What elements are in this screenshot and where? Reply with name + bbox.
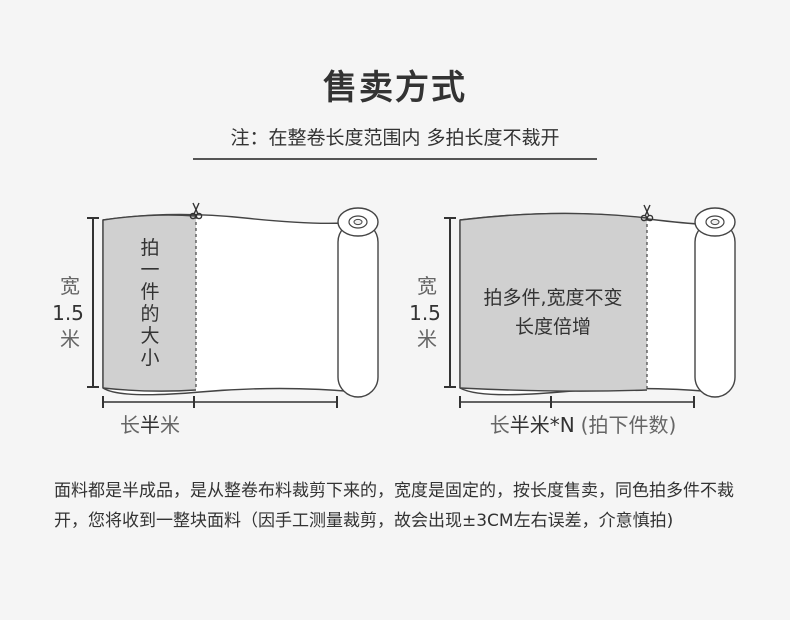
left-highlight-char-1: 一: [140, 259, 159, 281]
left-length-part3: 米: [160, 413, 180, 437]
left-roll: [337, 221, 379, 398]
left-highlight-char-2: 件: [140, 281, 159, 303]
left-highlight-char-0: 拍: [140, 237, 159, 259]
left-length-part1: 长: [120, 413, 140, 437]
page-subtitle: 注：在整卷长度范围内 多拍长度不裁开: [193, 118, 597, 160]
left-fabric-diagram: 宽 1.5 米 拍 一 件 的 大 小 长半米: [52, 202, 379, 437]
right-highlight-line1: 拍多件,宽度不变: [483, 287, 622, 309]
left-highlight-char-5: 小: [140, 347, 159, 369]
left-length-part2: 半: [140, 413, 160, 437]
right-length-part3: (拍下件数): [581, 413, 677, 437]
left-width-char2: 米: [60, 327, 80, 351]
right-length-part1: 长: [490, 413, 510, 437]
left-width-value: 1.5: [52, 301, 84, 325]
left-length-label: 长半米: [120, 413, 180, 437]
right-roll: [694, 221, 736, 398]
right-highlight-area: [460, 213, 647, 392]
left-highlight-char-3: 的: [140, 303, 159, 325]
right-highlight-line2: 长度倍增: [515, 316, 591, 338]
right-fabric-diagram: 宽 1.5 米 拍多件,宽度不变 长度倍增 长半米*N(拍下件数): [409, 204, 736, 437]
right-length-label: 长半米*N(拍下件数): [490, 413, 677, 437]
left-highlight-char-4: 大: [140, 325, 159, 347]
diagram-canvas: 宽 1.5 米 拍 一 件 的 大 小 长半米 宽 1.5: [52, 202, 736, 437]
right-width-char1: 宽: [417, 274, 437, 298]
page-title: 售卖方式: [323, 68, 467, 108]
right-width-char2: 米: [417, 327, 437, 351]
left-width-char1: 宽: [60, 274, 80, 298]
description-text: 面料都是半成品，是从整卷布料裁剪下来的，宽度是固定的，按长度售卖，同色拍多件不裁…: [54, 481, 734, 531]
right-length-part2: 半米*N: [510, 413, 575, 437]
left-highlight-area: [103, 215, 196, 392]
right-width-value: 1.5: [409, 301, 441, 325]
